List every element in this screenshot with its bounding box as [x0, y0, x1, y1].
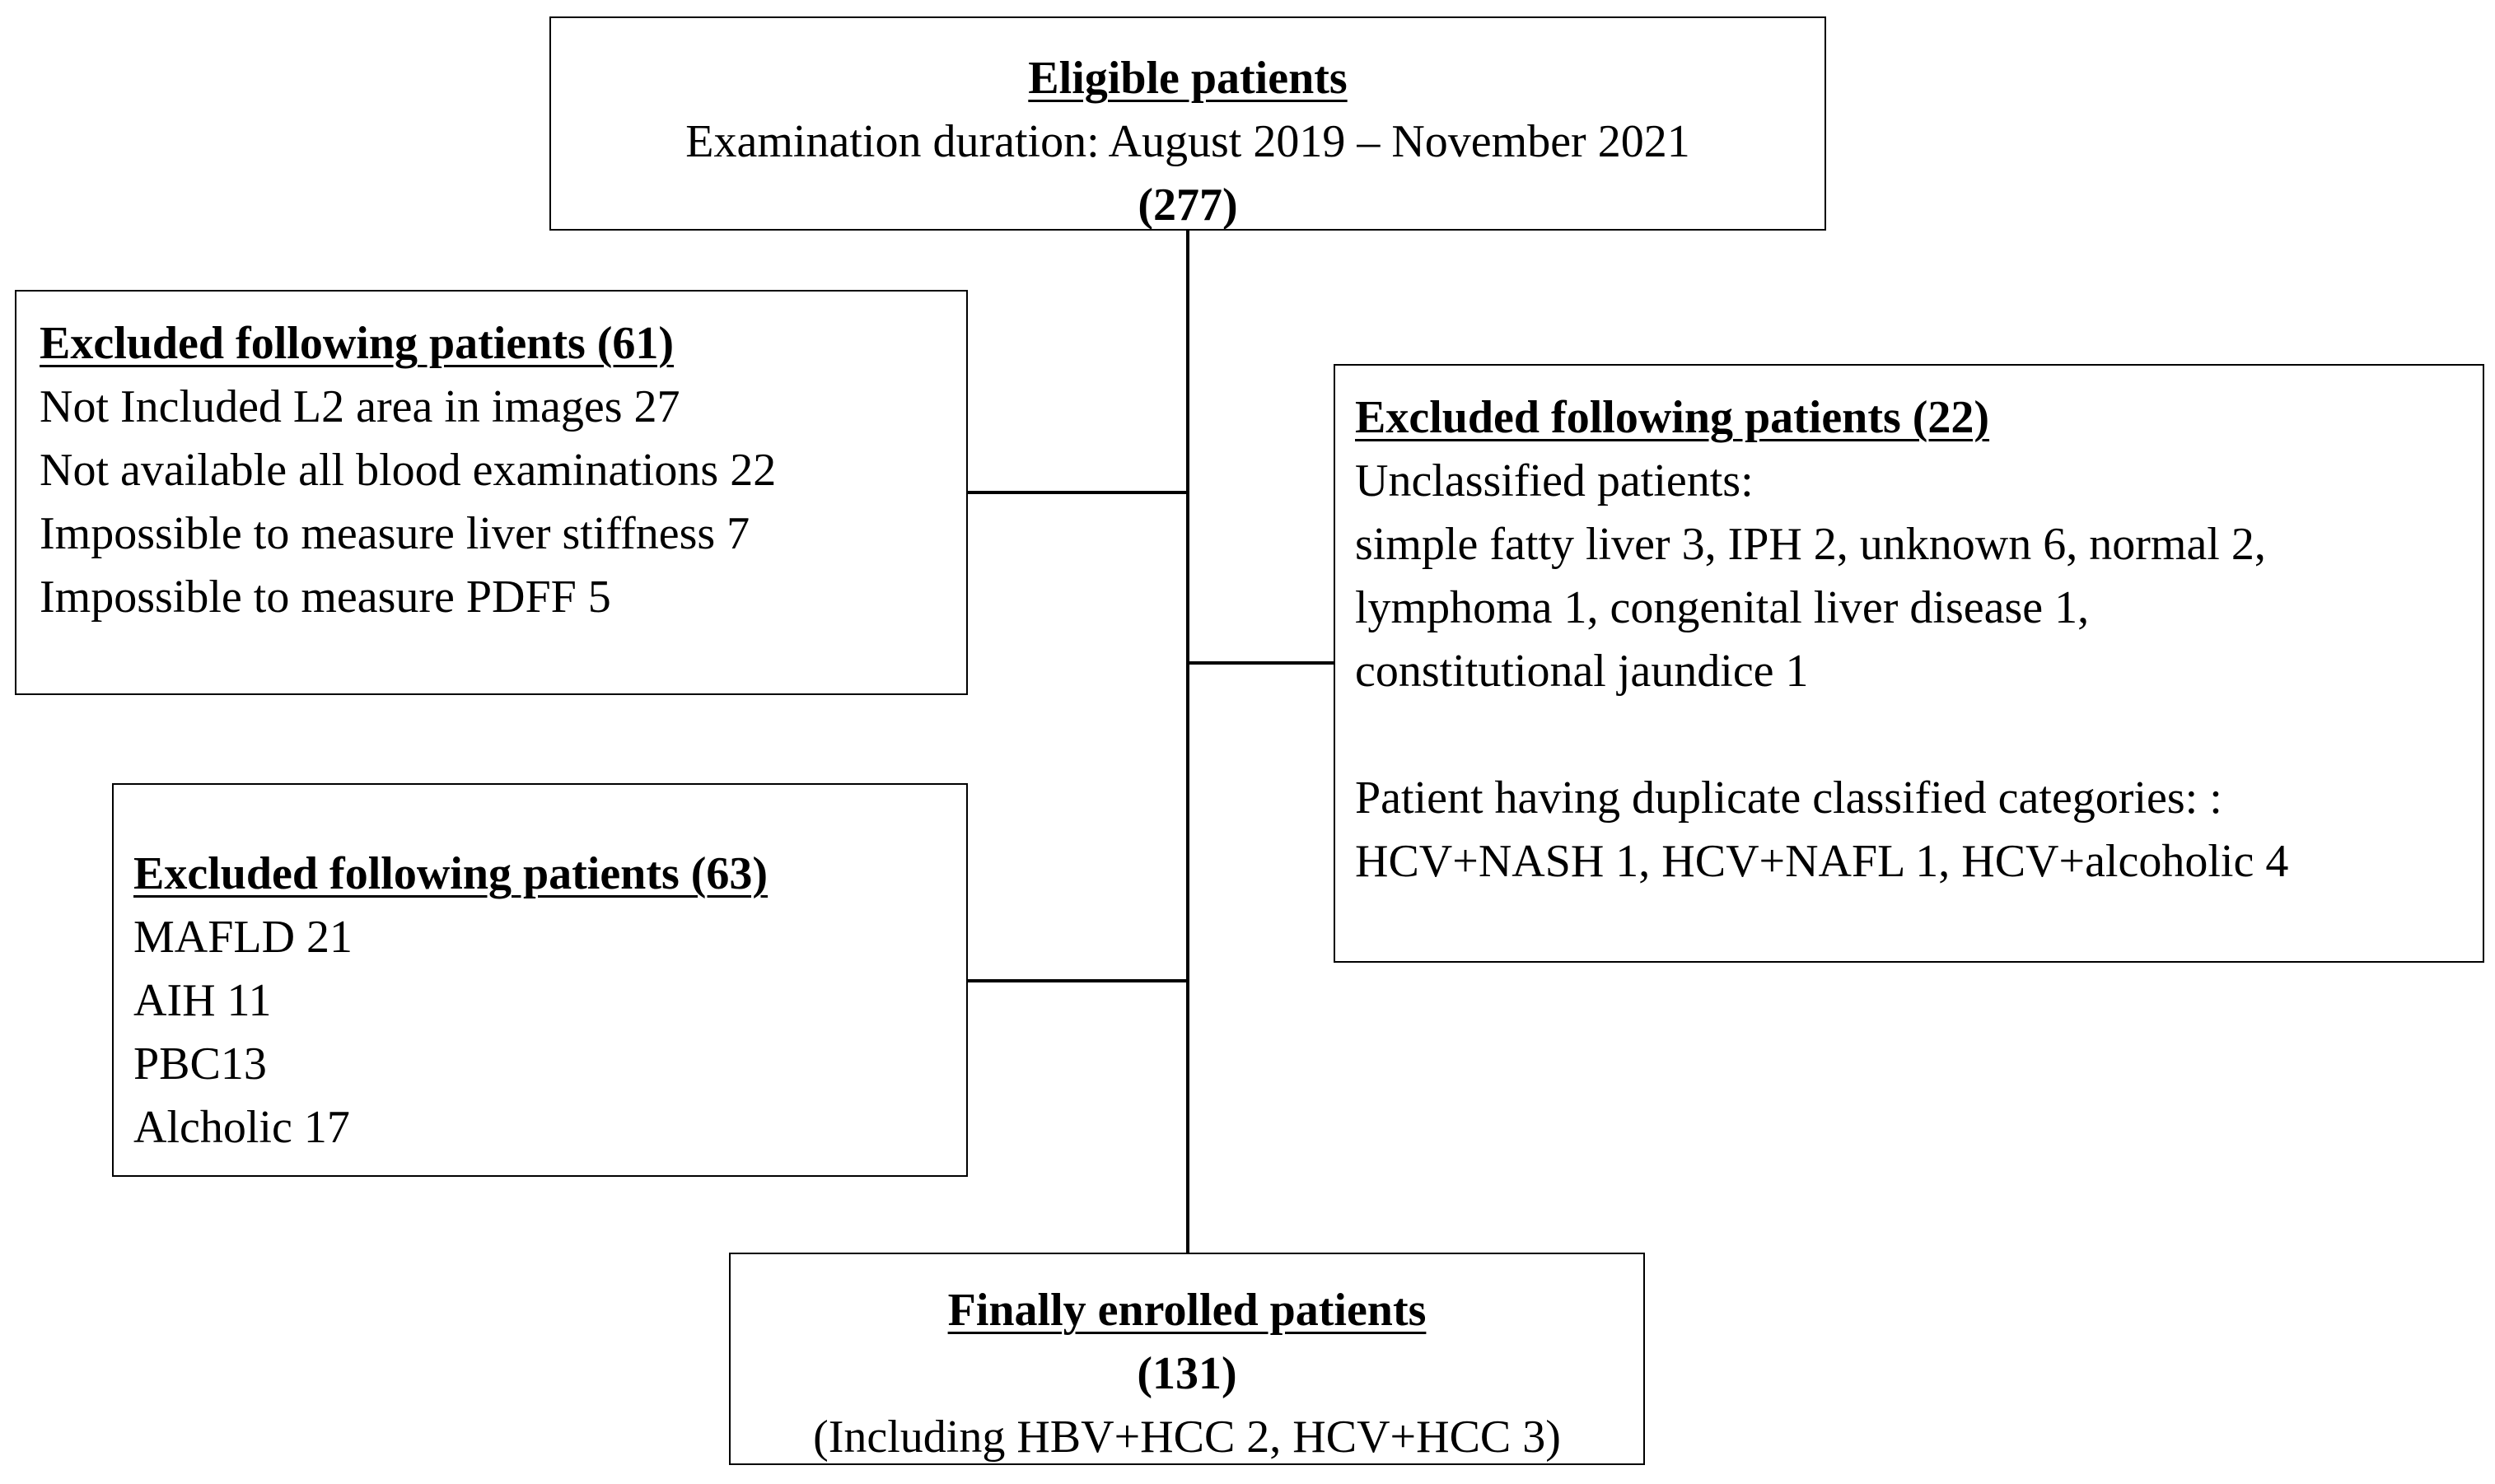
final-count: (131)	[1137, 1348, 1237, 1399]
excluded-63-item: MAFLD 21	[133, 912, 353, 963]
section-spacer	[1355, 703, 2483, 767]
excluded-63-box: Excluded following patients (63) MAFLD 2…	[112, 783, 968, 1177]
excluded-61-item: Impossible to measure PDFF 5	[40, 572, 611, 623]
connector-excluded-63	[968, 979, 1186, 982]
connector-excluded-61	[968, 491, 1186, 494]
excluded-22-box: Excluded following patients (22) Unclass…	[1334, 364, 2484, 963]
excluded-61-item: Impossible to measure liver stiffness 7	[40, 508, 750, 559]
excluded-63-item: Alcholic 17	[133, 1102, 350, 1153]
excluded-61-box: Excluded following patients (61) Not Inc…	[15, 290, 968, 695]
excluded-63-title: Excluded following patients (63)	[133, 848, 769, 899]
main-vertical-line	[1186, 231, 1189, 1253]
eligible-patients-box: Eligible patients Examination duration: …	[549, 16, 1826, 231]
unclassified-heading: Unclassified patients:	[1355, 455, 1754, 506]
unclassified-line: simple fatty liver 3, IPH 2, unknown 6, …	[1355, 519, 2266, 570]
connector-excluded-22	[1189, 661, 1334, 665]
unclassified-line: lymphoma 1, congenital liver disease 1,	[1355, 582, 2090, 633]
excluded-61-title: Excluded following patients (61)	[40, 318, 675, 369]
final-note: (Including HBV+HCC 2, HCV+HCC 3)	[813, 1412, 1561, 1463]
excluded-61-item: Not available all blood examinations 22	[40, 445, 777, 496]
eligible-title: Eligible patients	[1028, 53, 1348, 104]
finally-enrolled-box: Finally enrolled patients (131) (Includi…	[729, 1253, 1645, 1465]
duplicate-line: HCV+NASH 1, HCV+NAFL 1, HCV+alcoholic 4	[1355, 836, 2289, 887]
eligible-duration: Examination duration: August 2019 – Nove…	[685, 116, 1690, 167]
excluded-22-title: Excluded following patients (22)	[1355, 392, 1990, 443]
final-title: Finally enrolled patients	[947, 1285, 1427, 1336]
excluded-63-item: PBC13	[133, 1038, 267, 1090]
unclassified-line: constitutional jaundice 1	[1355, 646, 1809, 697]
duplicate-heading: Patient having duplicate classified cate…	[1355, 772, 2222, 824]
excluded-61-item: Not Included L2 area in images 27	[40, 381, 680, 432]
excluded-63-item: AIH 11	[133, 975, 272, 1026]
eligible-count: (277)	[1138, 180, 1238, 231]
